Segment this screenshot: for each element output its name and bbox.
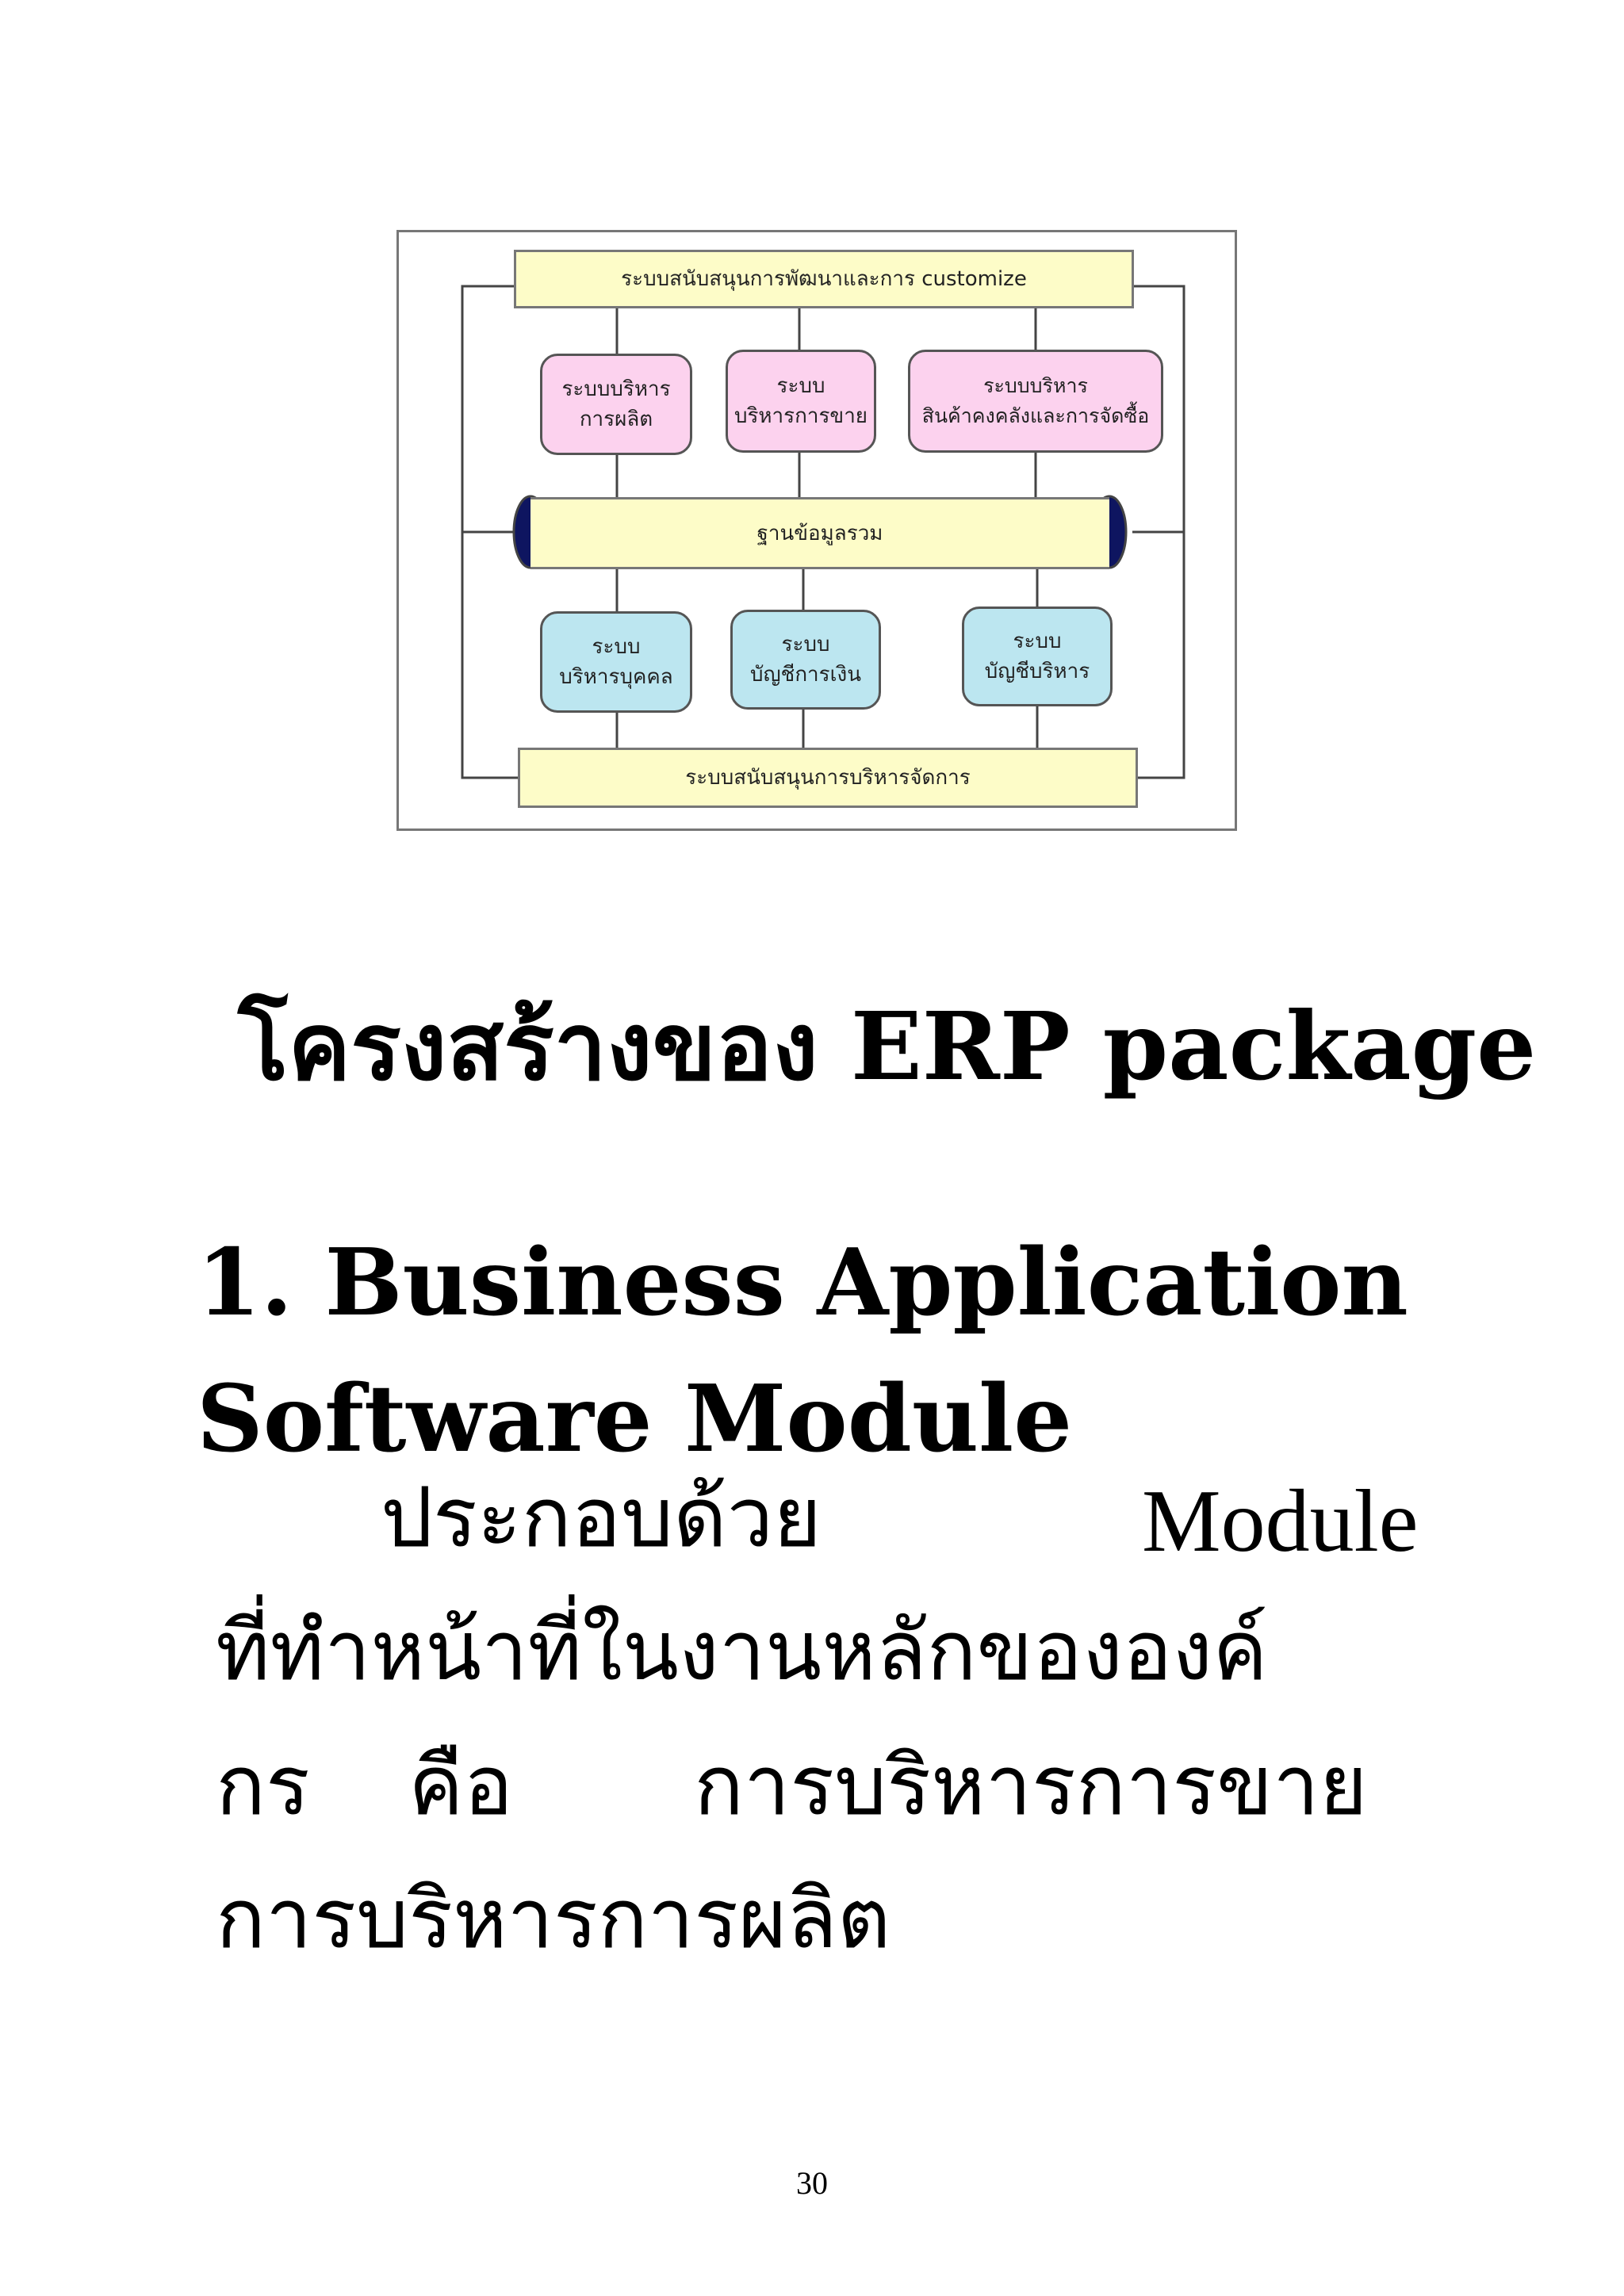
module-sales-line1: ระบบ [776, 374, 825, 398]
body-line3-c: การบริหารการขาย [694, 1737, 1368, 1834]
module-financial-line2: บัญชีการเงิน [750, 663, 861, 687]
module-personnel: ระบบ บริหารบุคคล [540, 611, 692, 713]
page-title: โครงสร้างของ ERP package [238, 991, 1537, 1101]
body-line1-left: ประกอบด้วย [381, 1469, 822, 1566]
module-inventory-line2: สินค้าคงคลังและการจัดซื้อ [921, 404, 1150, 427]
module-sales-line2: บริหารการขาย [733, 404, 868, 428]
central-database-label: ฐานข้อมูลรวม [756, 521, 883, 545]
module-production-line2: การผลิต [579, 408, 653, 431]
page-number: 30 [796, 2165, 828, 2201]
module-personnel-line1: ระบบ [592, 635, 641, 659]
body-line3-a: กร [216, 1737, 310, 1834]
section-heading-line1: 1. Business Application [197, 1229, 1408, 1337]
module-managerial-accounting: ระบบ บัญชีบริหาร [962, 607, 1113, 706]
body-line2: ที่ทำหน้าที่ในงานหลักขององค์ [216, 1602, 1268, 1699]
central-database: ฐานข้อมูลรวม [530, 497, 1109, 569]
module-inventory-line1: ระบบบริหาร [983, 374, 1088, 397]
top-support-bar-label: ระบบสนับสนุนการพัฒนาและการ customize [621, 267, 1027, 291]
module-managerial-line2: บัญชีบริหาร [984, 660, 1090, 683]
bottom-support-bar: ระบบสนับสนุนการบริหารจัดการ [518, 748, 1138, 808]
body-line3-b: คือ [408, 1737, 514, 1834]
body-line4: การบริหารการผลิต [216, 1870, 891, 1967]
module-sales: ระบบ บริหารการขาย [726, 350, 876, 453]
top-support-bar: ระบบสนับสนุนการพัฒนาและการ customize [514, 250, 1134, 308]
section-heading-line2: Software Module [197, 1365, 1073, 1473]
erp-structure-diagram: ระบบสนับสนุนการพัฒนาและการ customize ระบ… [396, 230, 1237, 831]
module-financial-line1: ระบบ [781, 633, 830, 656]
module-personnel-line2: บริหารบุคคล [559, 665, 673, 689]
module-managerial-line1: ระบบ [1013, 629, 1062, 653]
module-production-line1: ระบบบริหาร [561, 377, 671, 401]
module-inventory-purchasing: ระบบบริหาร สินค้าคงคลังและการจัดซื้อ [908, 350, 1163, 453]
module-financial-accounting: ระบบ บัญชีการเงิน [730, 610, 881, 710]
bottom-support-bar-label: ระบบสนับสนุนการบริหารจัดการ [685, 766, 971, 790]
body-line1-right: Module [1142, 1472, 1419, 1571]
module-production: ระบบบริหาร การผลิต [540, 354, 692, 455]
